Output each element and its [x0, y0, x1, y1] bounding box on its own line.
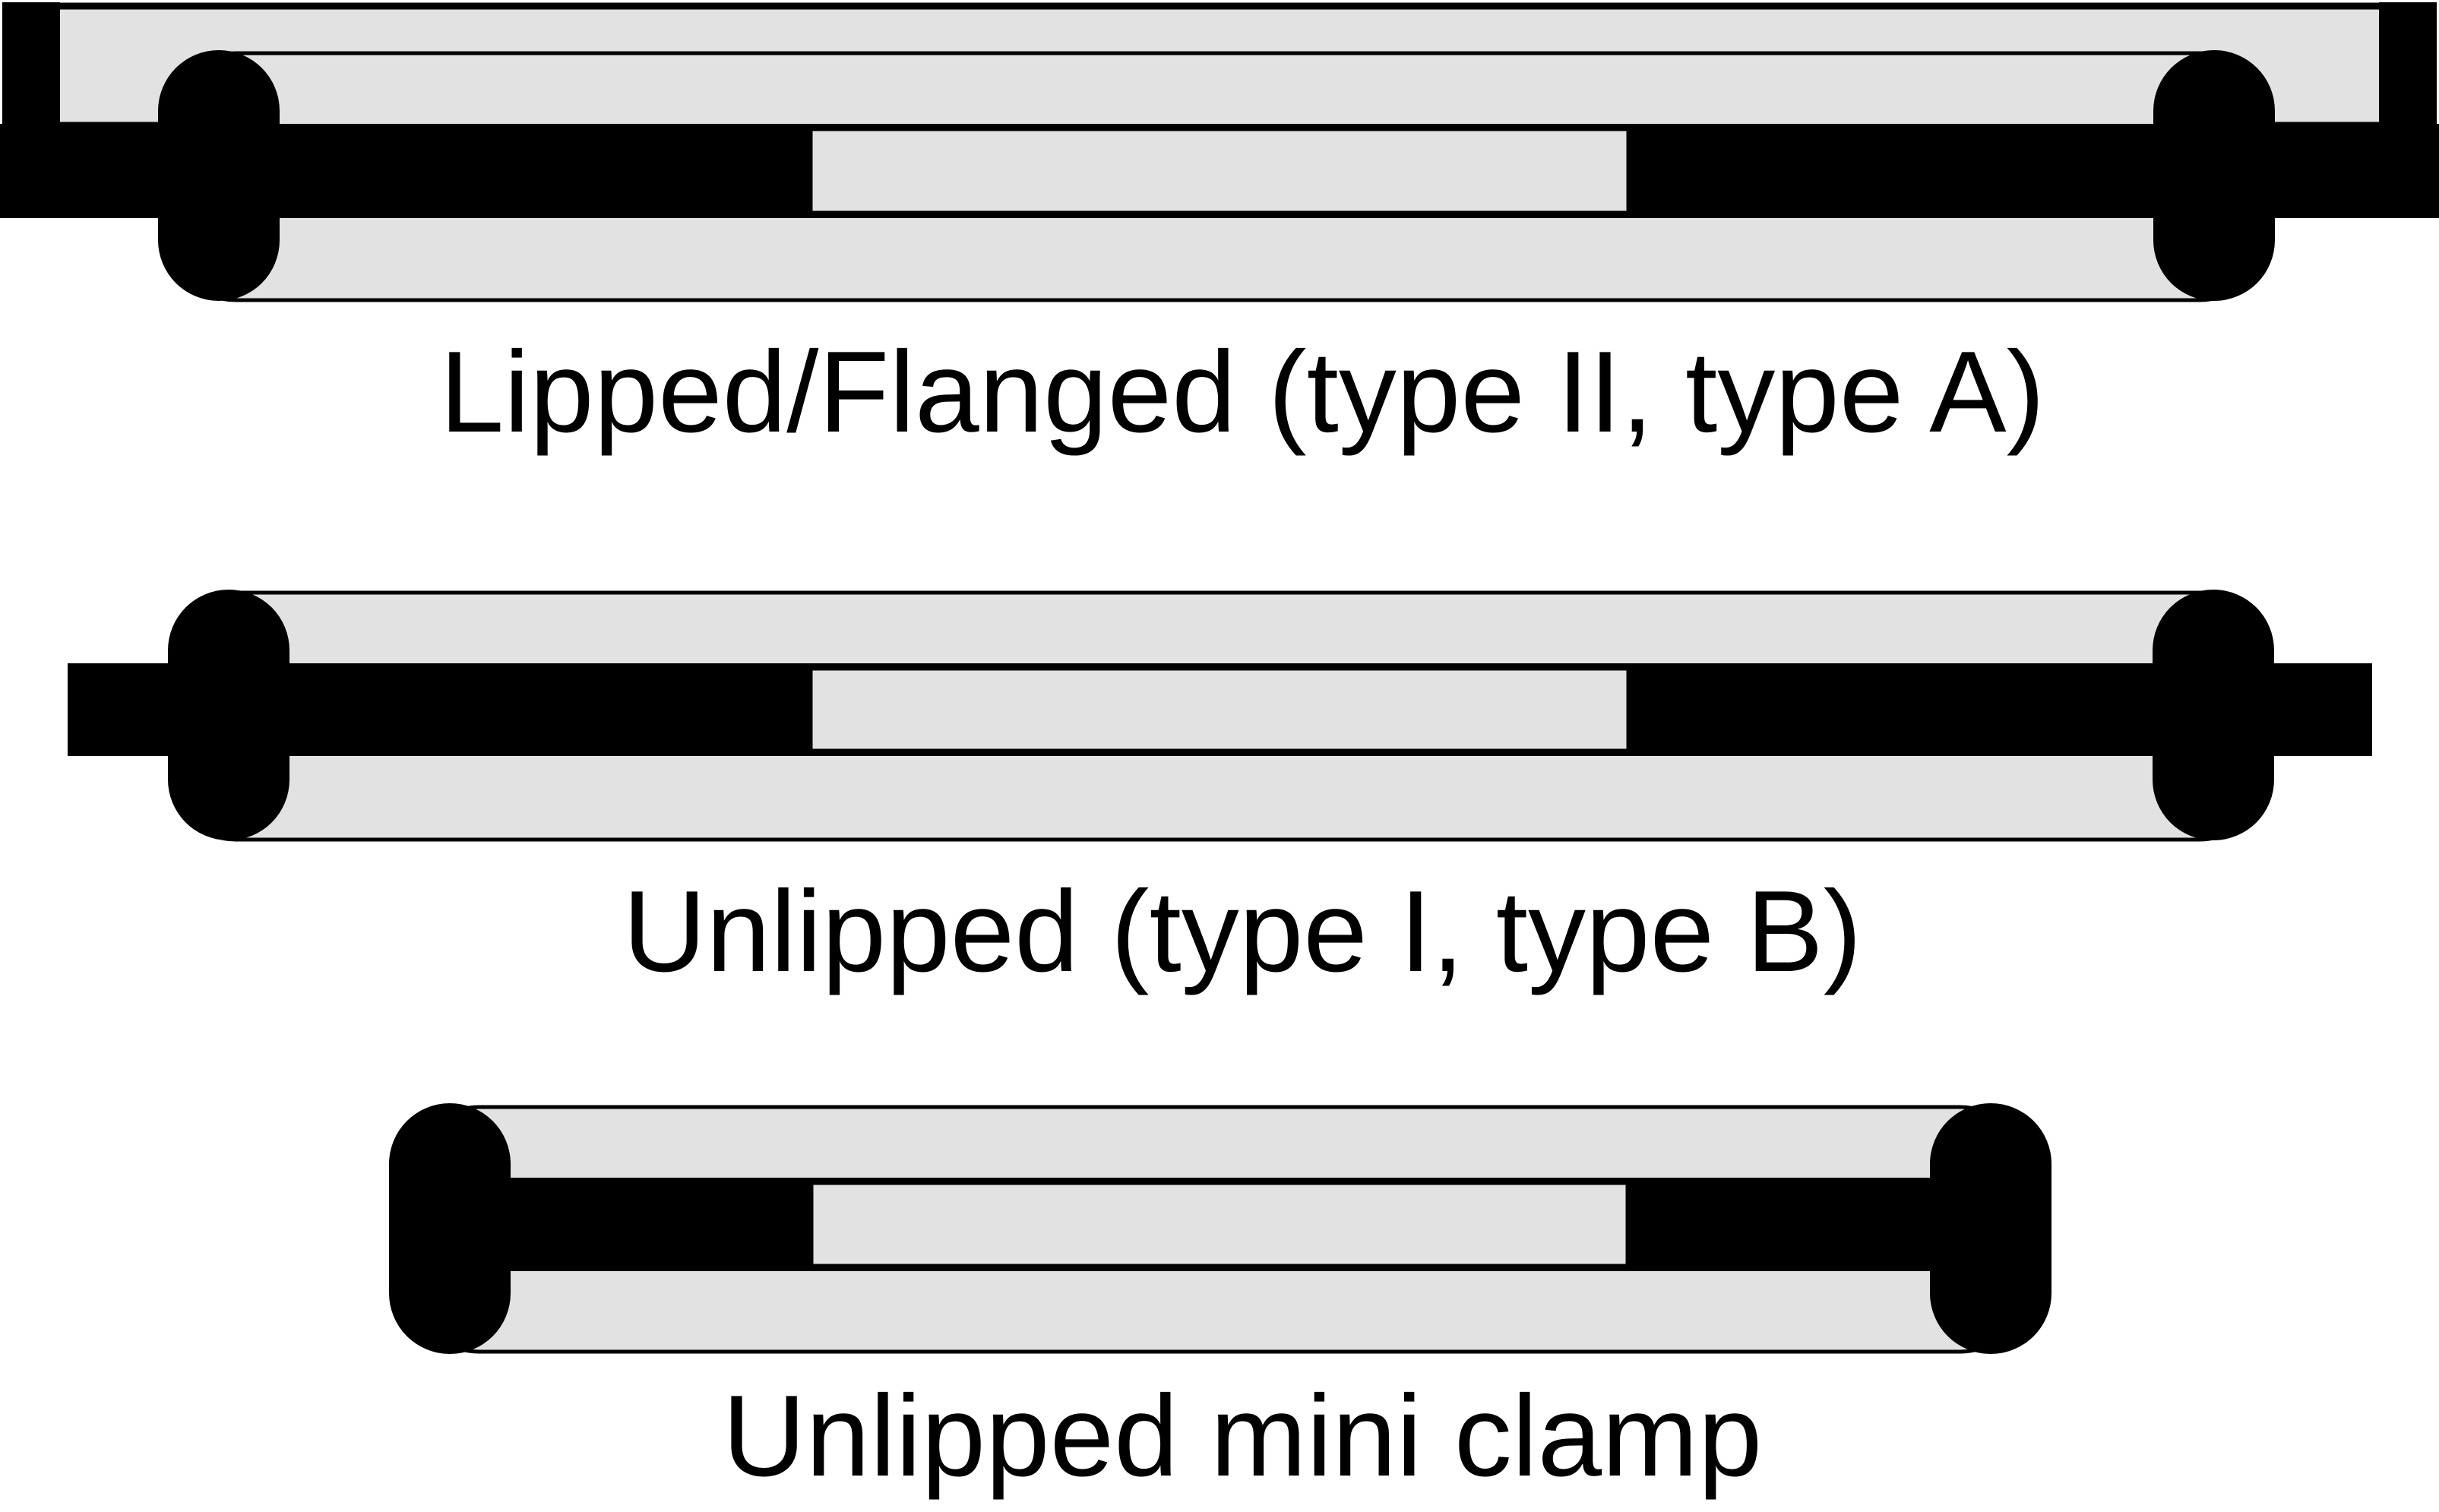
caption-unlipped: Unlipped (type I, type B) [623, 867, 1862, 996]
hinge-pin-right [1930, 1103, 2051, 1354]
bar-opening [808, 666, 1631, 753]
bar-opening [808, 127, 1631, 215]
caption-lipped-flanged: Lipped/Flanged (type II, type A) [440, 327, 2045, 457]
hinge-pin-right [2153, 50, 2275, 301]
diagram-unlipped-mini: Unlipped mini clamp [389, 1103, 2051, 1501]
hinge-pin-right [2153, 590, 2274, 840]
bar-opening [809, 1181, 1630, 1268]
diagram-unlipped: Unlipped (type I, type B) [68, 590, 2372, 996]
hinge-pin-left [389, 1103, 511, 1354]
hinge-pin-left [168, 590, 289, 840]
diagram-lipped-flanged: Lipped/Flanged (type II, type A) [0, 2, 2439, 457]
lip-left [2, 2, 60, 218]
lip-right [2379, 2, 2437, 218]
caption-unlipped-mini: Unlipped mini clamp [723, 1371, 1763, 1501]
hinge-pin-left [158, 50, 280, 301]
